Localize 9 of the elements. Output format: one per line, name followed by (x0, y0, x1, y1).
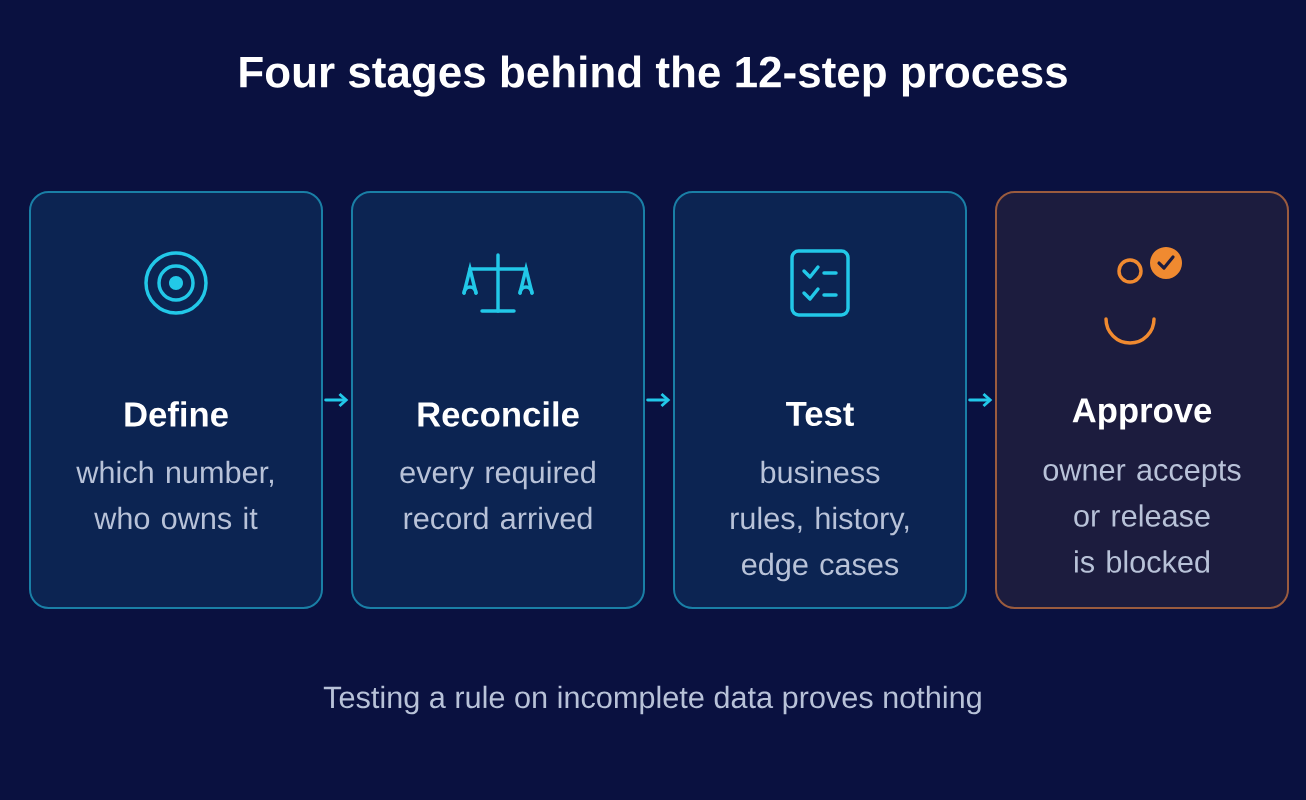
arrow (646, 392, 671, 408)
card: Define which number, who owns it (29, 191, 323, 609)
card: Approve owner accepts or release is blocked (995, 191, 1289, 609)
title: Four stages behind the 12-step process (240, 55, 1067, 97)
caption: Testing a rule on incomplete data proves nothing (323, 685, 981, 715)
card: Test business rules, history, edge cases (673, 191, 967, 609)
arrow (968, 392, 993, 408)
card: Reconcile every required record arrived (351, 191, 645, 609)
arrow (324, 392, 349, 408)
